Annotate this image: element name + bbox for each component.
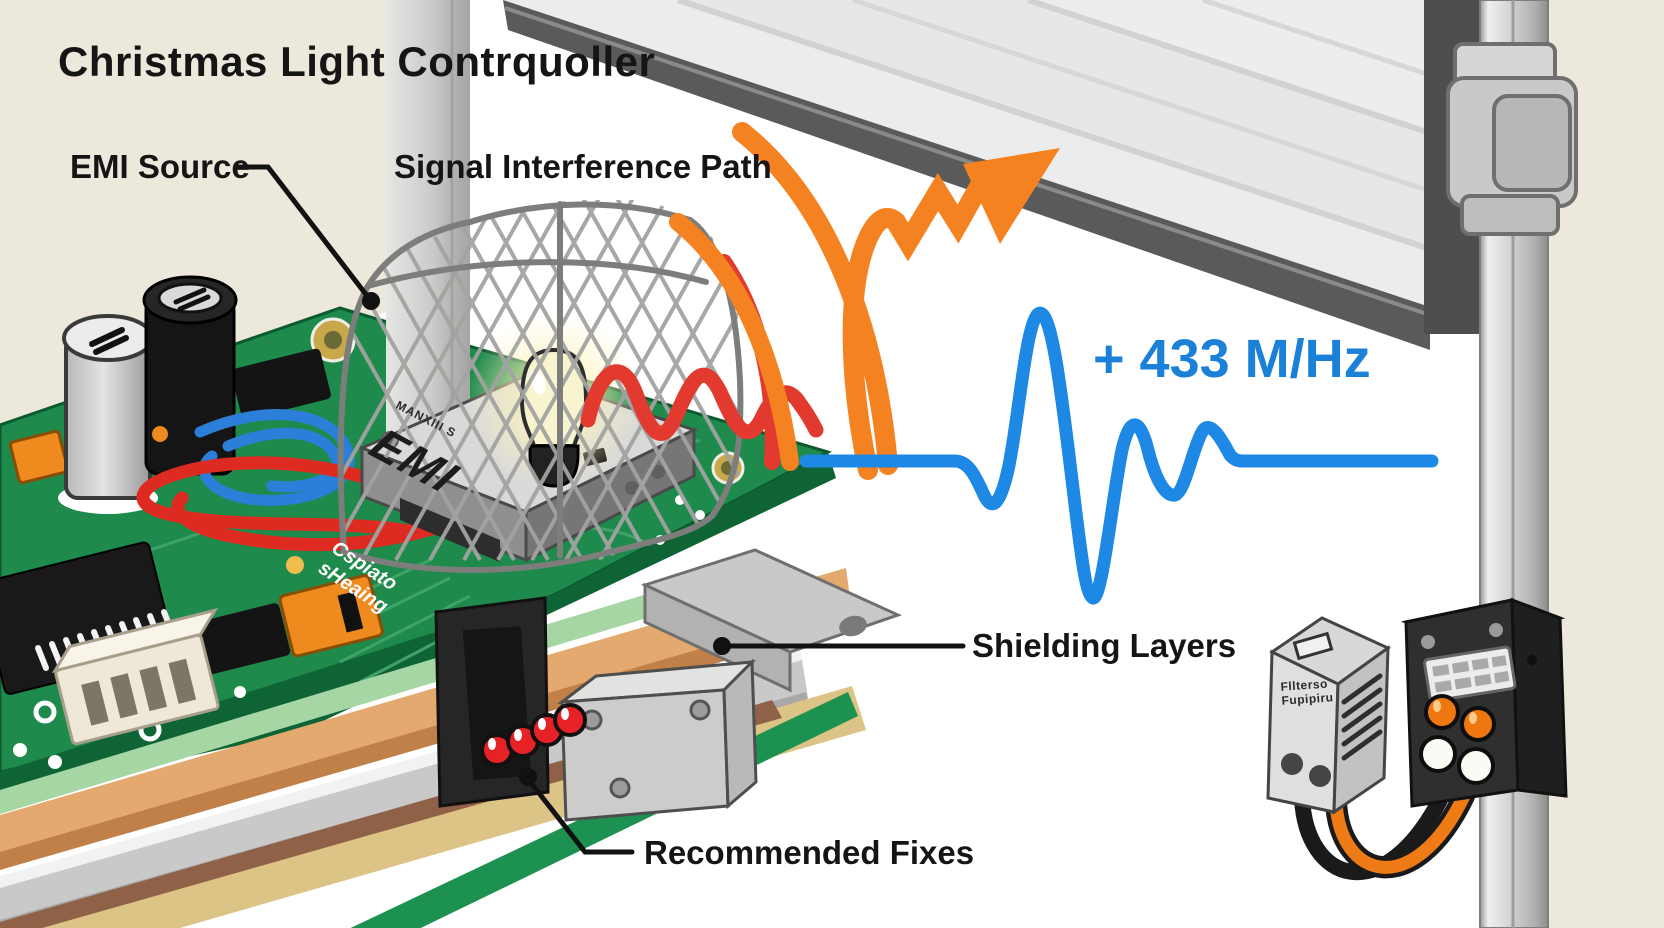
layer-copper	[0, 568, 852, 862]
receiver-buttons	[1419, 694, 1496, 785]
gold-dot	[286, 556, 304, 574]
callout-fixes	[525, 776, 635, 855]
callout-dot-emi	[362, 292, 380, 310]
callout-dot-shielding	[713, 637, 731, 655]
smd-chip	[231, 348, 331, 420]
label-recommended-fixes: Recommended Fixes	[644, 834, 975, 871]
orange-arrowhead	[963, 148, 1060, 244]
connector-block	[51, 607, 220, 746]
capacitor-black	[142, 275, 238, 476]
label-shielding-layers: Shielding Layers	[972, 627, 1237, 664]
callout-dot-fixes	[519, 768, 537, 786]
rail-bracket	[1446, 42, 1578, 236]
label-emi-source: EMI Source	[70, 148, 250, 185]
capacitor-silver	[58, 314, 158, 514]
page-title: Christmas Light Contrquoller	[58, 38, 656, 85]
label-signal-path: Signal Interference Path	[394, 148, 772, 185]
orange-relay	[278, 574, 384, 658]
orange-arrow-shaft	[842, 168, 994, 480]
led-beads	[480, 703, 587, 767]
callout-emi-source	[235, 164, 374, 304]
smd-chip	[193, 603, 291, 675]
orange-dot	[152, 426, 168, 442]
orange-arc-inner	[669, 213, 799, 471]
filter-box-text: Fllterso Fupipiru	[1280, 676, 1334, 708]
blue-waveform	[799, 306, 1439, 605]
receiver-box	[1400, 597, 1568, 808]
shield-bracket	[640, 548, 903, 693]
receiver-display	[1423, 645, 1517, 703]
door-bottom-edge	[503, 0, 1430, 350]
orange-arc-outer	[732, 122, 898, 475]
emission-waves	[580, 122, 994, 480]
device-cables	[1294, 785, 1475, 881]
red-squiggle-wave	[580, 364, 824, 441]
jumper-wires	[136, 409, 465, 552]
callout-lines	[235, 164, 966, 855]
filter-box	[1266, 616, 1391, 815]
label-frequency: + 433 M/Hz	[1093, 329, 1371, 389]
orange-capacitor	[9, 429, 69, 485]
metal-shield-box	[557, 658, 758, 822]
